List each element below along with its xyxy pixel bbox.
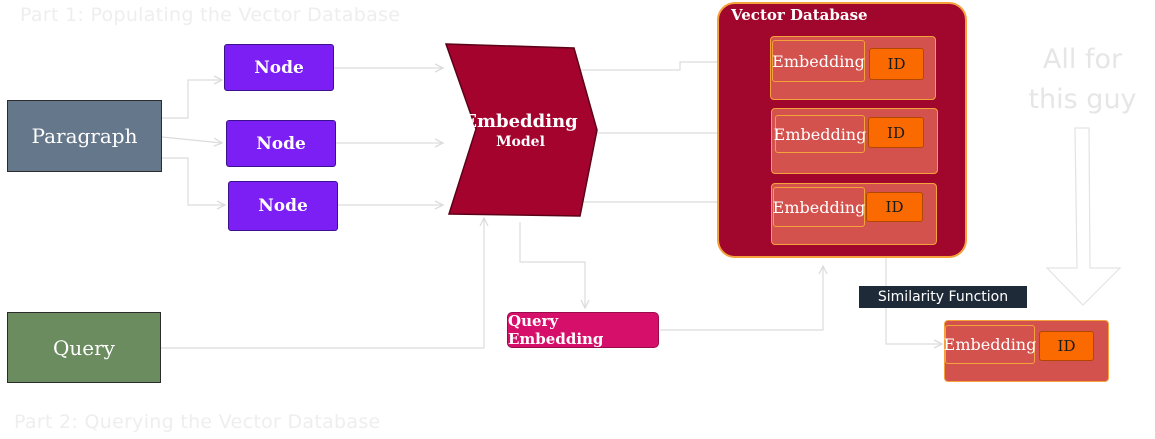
- db-row-3-id: ID: [866, 192, 923, 222]
- embedding-model-title: Embedding: [463, 110, 578, 132]
- embedding-model: Embedding Model: [458, 100, 583, 160]
- result-id: ID: [1039, 331, 1094, 361]
- paragraph-box: Paragraph: [7, 100, 162, 172]
- result-embedding: Embedding: [944, 325, 1036, 364]
- vector-database-title: Vector Database: [731, 6, 868, 24]
- query-embedding-label: Query Embedding: [508, 312, 604, 348]
- db-row-2-embedding: Embedding: [774, 115, 866, 153]
- node-box-2: Node: [226, 120, 336, 167]
- node-box-3: Node: [228, 181, 338, 231]
- node-label: Node: [258, 196, 308, 216]
- db-row-3-embedding: Embedding: [773, 187, 865, 227]
- part2-title: Part 2: Querying the Vector Database: [14, 411, 381, 433]
- db-row-1-embedding: Embedding: [772, 40, 865, 82]
- node-label: Node: [254, 57, 304, 78]
- annotation-text: All for this guy: [1028, 44, 1137, 115]
- part1-title: Part 1: Populating the Vector Database: [20, 4, 401, 26]
- node-label: Node: [256, 133, 306, 154]
- query-label: Query: [53, 335, 115, 360]
- db-row-2-id: ID: [868, 117, 924, 148]
- node-box-1: Node: [224, 44, 334, 91]
- db-row-1-id: ID: [869, 48, 924, 80]
- embedding-model-subtitle: Model: [496, 133, 545, 150]
- similarity-function-label: Similarity Function: [859, 286, 1027, 308]
- paragraph-label: Paragraph: [31, 124, 138, 148]
- query-embedding-box: Query Embedding: [507, 312, 659, 348]
- query-box: Query: [7, 312, 161, 383]
